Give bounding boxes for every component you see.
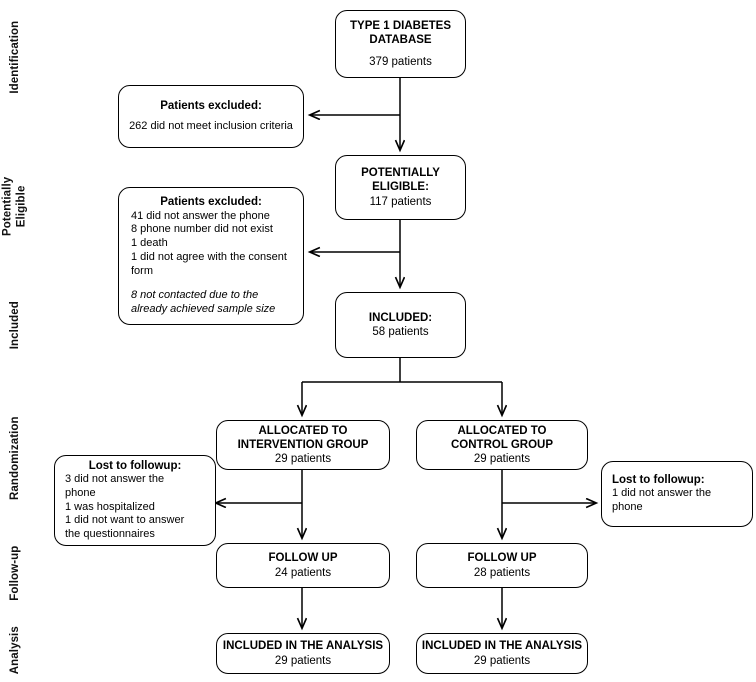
node-analysis-control[interactable]: INCLUDED IN THE ANALYSIS 29 patients (416, 633, 588, 674)
node-allocated-control-count: 29 patients (473, 453, 531, 465)
node-database[interactable]: TYPE 1 DIABETES DATABASE 379 patients (335, 10, 466, 78)
node-excluded-1-title: Patients excluded: (160, 100, 262, 113)
node-excluded-2-title: Patients excluded: (160, 196, 262, 209)
node-lost-intervention[interactable]: Lost to followup: 3 did not answer the p… (54, 455, 216, 546)
node-potentially-eligible[interactable]: POTENTIALLY ELIGIBLE: 117 patients (335, 155, 466, 220)
node-excluded-2[interactable]: Patients excluded: 41 did not answer the… (118, 187, 304, 325)
node-followup-intervention[interactable]: FOLLOW UP 24 patients (216, 543, 390, 588)
node-analysis-control-title: INCLUDED IN THE ANALYSIS (421, 640, 583, 653)
node-followup-control-count: 28 patients (473, 566, 531, 579)
node-allocated-intervention[interactable]: ALLOCATED TO INTERVENTION GROUP 29 patie… (216, 420, 390, 470)
node-database-count: 379 patients (369, 55, 432, 68)
node-lost-intervention-title: Lost to followup: (88, 459, 182, 472)
node-followup-intervention-count: 24 patients (274, 566, 332, 579)
node-lost-intervention-lines: 3 did not answer the phone 1 was hospita… (65, 472, 185, 541)
node-allocated-control[interactable]: ALLOCATED TO CONTROL GROUP 29 patients (416, 420, 588, 470)
node-analysis-control-count: 29 patients (473, 654, 531, 667)
stage-label-followup: Follow-up (8, 545, 21, 601)
node-excluded-2-lines: 41 did not answer the phone 8 phone numb… (131, 209, 287, 277)
node-analysis-intervention-count: 29 patients (274, 654, 332, 667)
node-included-count: 58 patients (372, 326, 429, 338)
node-included[interactable]: INCLUDED: 58 patients (335, 292, 466, 358)
node-potentially-eligible-title: POTENTIALLY ELIGIBLE: (361, 167, 440, 194)
node-followup-intervention-title: FOLLOW UP (268, 552, 338, 565)
stage-label-analysis: Analysis (8, 626, 21, 675)
node-excluded-1[interactable]: Patients excluded: 262 did not meet incl… (118, 85, 304, 148)
stage-label-identification: Identification (8, 20, 21, 94)
node-analysis-intervention-title: INCLUDED IN THE ANALYSIS (222, 640, 384, 653)
node-allocated-intervention-count: 29 patients (274, 453, 332, 465)
node-lost-control-title: Lost to followup: (612, 474, 705, 487)
stage-label-included: Included (8, 301, 21, 350)
node-potentially-eligible-count: 117 patients (369, 195, 432, 208)
node-excluded-2-note: 8 not contacted due to the already achie… (131, 288, 276, 315)
stage-label-randomization: Randomization (8, 416, 21, 501)
node-followup-control-title: FOLLOW UP (467, 552, 537, 565)
node-database-title: TYPE 1 DIABETES DATABASE (350, 20, 451, 47)
node-followup-control[interactable]: FOLLOW UP 28 patients (416, 543, 588, 588)
node-excluded-1-lines: 262 did not meet inclusion criteria (129, 120, 293, 133)
node-lost-control-lines: 1 did not answer the phone (612, 487, 712, 513)
node-analysis-intervention[interactable]: INCLUDED IN THE ANALYSIS 29 patients (216, 633, 390, 674)
node-allocated-control-title: ALLOCATED TO CONTROL GROUP (450, 424, 553, 451)
node-allocated-intervention-title: ALLOCATED TO INTERVENTION GROUP (237, 424, 369, 451)
stage-label-potentially-eligible: Potentially Eligible (1, 176, 28, 237)
node-included-title: INCLUDED: (368, 311, 433, 324)
node-lost-control[interactable]: Lost to followup: 1 did not answer the p… (601, 461, 753, 527)
